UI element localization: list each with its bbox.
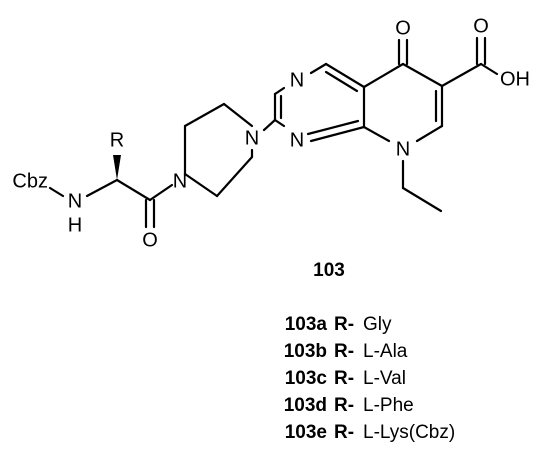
atom-amine-n: N [68, 190, 82, 212]
stereo-wedge-bond [113, 155, 121, 180]
variant-row: 103e R- L-Lys(Cbz) [285, 422, 455, 443]
variant-residue: Gly [363, 314, 392, 335]
variant-row: 103b R- L-Ala [284, 341, 408, 362]
variant-id: 103c [285, 368, 328, 389]
variant-row: 103a R- Gly [285, 314, 392, 335]
variant-id: 103b [284, 341, 327, 362]
bond-lines [48, 36, 499, 229]
atom-amide-o: O [142, 229, 158, 251]
variant-id: 103e [285, 422, 327, 443]
variant-r-label: R- [334, 368, 354, 389]
atom-acid-oh: OH [500, 68, 530, 90]
variant-residue: L-Lys(Cbz) [363, 422, 455, 443]
variant-id: 103d [284, 395, 327, 416]
variant-r-label: R- [334, 314, 354, 335]
atom-cbz: Cbz [12, 170, 48, 192]
atom-n3: N [290, 69, 304, 91]
variant-r-label: R- [334, 395, 354, 416]
atom-n8: N [396, 138, 410, 160]
atom-amine-h: H [68, 214, 82, 236]
variant-list: 103a R- Gly 103b R- L-Ala 103c R- L-Val … [284, 314, 456, 443]
compound-label: 103 [313, 260, 345, 281]
atom-piperazine-n1: N [173, 170, 187, 192]
variant-row: 103c R- L-Val [285, 368, 406, 389]
variant-r-label: R- [334, 422, 354, 443]
variant-row: 103d R- L-Phe [284, 395, 414, 416]
atom-n1: N [290, 129, 304, 151]
atom-r-group: R [110, 129, 124, 151]
atom-oxo-o: O [395, 17, 411, 39]
variant-residue: L-Val [363, 368, 406, 389]
atom-piperazine-n4: N [245, 127, 259, 149]
atom-labels: O O OH N N N N N O N H Cbz R [12, 15, 530, 251]
variant-r-label: R- [334, 341, 354, 362]
variant-residue: L-Ala [363, 341, 408, 362]
variant-id: 103a [285, 314, 328, 335]
atom-acid-o: O [473, 15, 489, 37]
variant-residue: L-Phe [363, 395, 414, 416]
